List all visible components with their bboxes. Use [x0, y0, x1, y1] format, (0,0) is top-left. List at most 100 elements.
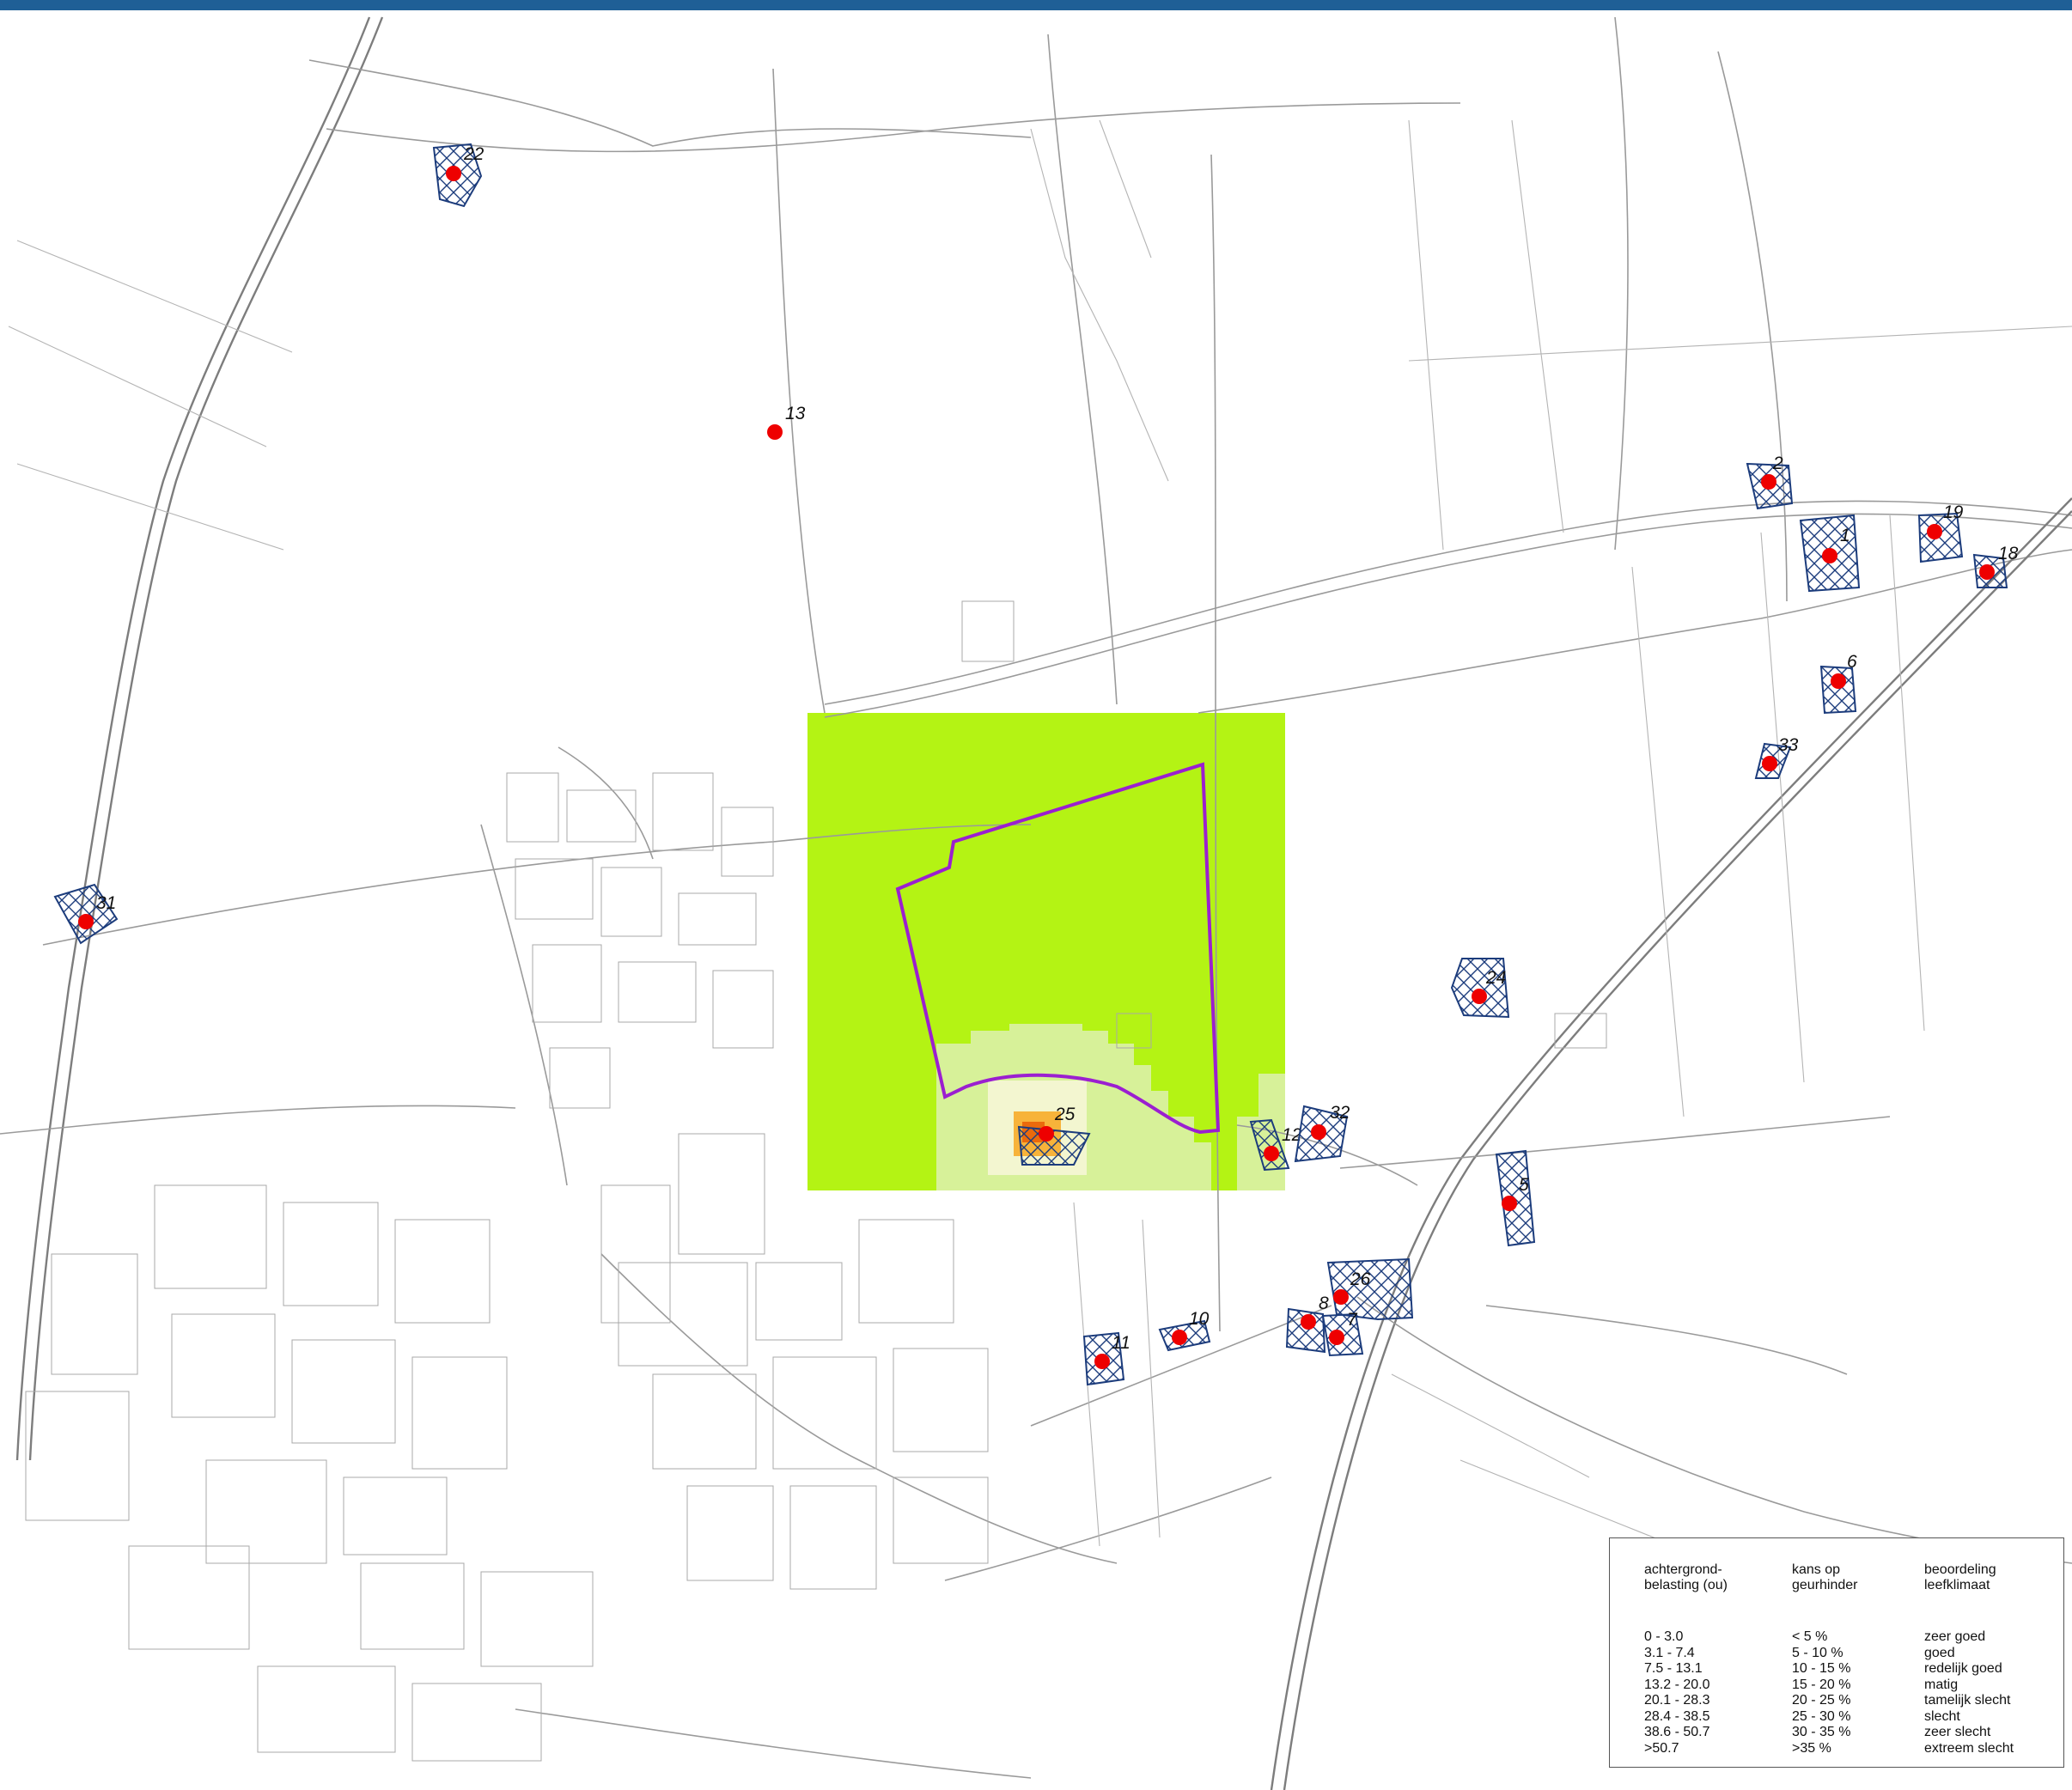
farm-parcel-6	[1819, 665, 1857, 715]
legend-range-6: 38.6 - 50.7	[1644, 1725, 1710, 1739]
legend-range-1: 3.1 - 7.4	[1644, 1645, 1695, 1660]
legend-rating-1: goed	[1924, 1645, 1955, 1660]
legend-range-5: 28.4 - 38.5	[1644, 1708, 1710, 1724]
farm-label-24: 24	[1485, 968, 1506, 988]
farm-dot-31[interactable]	[78, 914, 94, 929]
legend-chance-1: 5 - 10 %	[1792, 1645, 1843, 1660]
farm-dot-5[interactable]	[1502, 1196, 1517, 1211]
farm-parcel-24	[1450, 958, 1510, 1019]
farm-label-8: 8	[1319, 1294, 1329, 1313]
farm-label-32: 32	[1330, 1103, 1350, 1123]
farm-marker-26[interactable]: 26	[1326, 1257, 1414, 1321]
farm-parcel-12	[1249, 1118, 1290, 1172]
legend-chances: < 5 %5 - 10 %10 - 15 %15 - 20 %20 - 25 %…	[1792, 1629, 1850, 1757]
farm-marker-18[interactable]: 18	[1972, 544, 2019, 588]
legend-range-4: 20.1 - 28.3	[1644, 1693, 1710, 1708]
legend-header-load: achtergrond- belasting (ou)	[1644, 1562, 1728, 1593]
farm-dot-1[interactable]	[1822, 548, 1837, 563]
legend-header-load-line2: belasting (ou)	[1644, 1578, 1728, 1592]
farm-dot-32[interactable]	[1311, 1124, 1326, 1140]
legend-chance-2: 10 - 15 %	[1792, 1661, 1851, 1676]
legend-header-chance-line1: kans op	[1792, 1562, 1841, 1577]
legend-rating-2: redelijk goed	[1924, 1661, 2002, 1676]
farm-marker-33[interactable]: 33	[1754, 735, 1799, 779]
farm-dot-13[interactable]	[767, 424, 783, 440]
farm-label-13: 13	[785, 404, 806, 423]
farm-marker-10[interactable]: 10	[1158, 1309, 1211, 1352]
farm-dot-10[interactable]	[1172, 1330, 1187, 1345]
legend-chance-0: < 5 %	[1792, 1629, 1828, 1644]
farm-dot-2[interactable]	[1761, 474, 1776, 490]
legend-range-2: 7.5 - 13.1	[1644, 1661, 1703, 1676]
farm-marker-5[interactable]: 5	[1495, 1149, 1536, 1247]
farm-markers[interactable]: 22 13 2 1 19 18 6 33 31 24 25 12 32 5 26 87 10 11	[53, 143, 2019, 1386]
legend-header-rating-line1: beoordeling	[1924, 1562, 1996, 1577]
legend-chance-7: >35 %	[1792, 1740, 1831, 1756]
legend-header-load-line1: achtergrond-	[1644, 1562, 1722, 1577]
farm-dot-12[interactable]	[1264, 1146, 1279, 1161]
legend-chance-6: 30 - 35 %	[1792, 1725, 1851, 1739]
legend-rating-3: matig	[1924, 1677, 1959, 1692]
farm-dot-18[interactable]	[1979, 564, 1995, 580]
farm-marker-24[interactable]: 24	[1450, 958, 1510, 1019]
farm-label-5: 5	[1519, 1175, 1529, 1195]
farm-marker-25[interactable]: 25	[1017, 1105, 1091, 1166]
legend-chance-3: 15 - 20 %	[1792, 1677, 1851, 1692]
odour-contours	[807, 713, 1285, 1190]
farm-parcel-26	[1326, 1257, 1414, 1321]
legend-rating-5: slecht	[1924, 1708, 1960, 1724]
farm-dot-25[interactable]	[1039, 1126, 1054, 1142]
farm-dot-7[interactable]	[1329, 1330, 1344, 1345]
farm-label-12: 12	[1282, 1125, 1302, 1145]
legend-range-3: 13.2 - 20.0	[1644, 1677, 1710, 1692]
legend-range-0: 0 - 3.0	[1644, 1629, 1684, 1644]
farm-marker-2[interactable]: 2	[1746, 454, 1794, 510]
farm-label-11: 11	[1112, 1333, 1130, 1353]
legend: achtergrond- belasting (ou) kans op geur…	[1609, 1537, 2064, 1768]
farm-marker-8[interactable]: 8	[1285, 1294, 1329, 1354]
farm-label-31: 31	[96, 893, 116, 913]
farm-label-19: 19	[1943, 502, 1964, 522]
farm-marker-22[interactable]: 22	[432, 143, 484, 208]
legend-rating-4: tamelijk slecht	[1924, 1693, 2011, 1708]
farm-dot-24[interactable]	[1472, 989, 1487, 1004]
legend-rating-0: zeer goed	[1924, 1629, 1986, 1644]
farm-marker-7[interactable]: 7	[1321, 1310, 1364, 1357]
farm-marker-13[interactable]: 13	[767, 404, 806, 440]
farm-label-25: 25	[1054, 1105, 1076, 1124]
legend-header-chance-line2: geurhinder	[1792, 1578, 1858, 1592]
farm-dot-33[interactable]	[1762, 756, 1777, 771]
farm-dot-19[interactable]	[1927, 524, 1942, 539]
farm-dot-6[interactable]	[1831, 673, 1846, 689]
farm-marker-11[interactable]: 11	[1082, 1331, 1130, 1386]
farm-parcel-25	[1017, 1125, 1091, 1166]
farm-parcel-5	[1495, 1149, 1536, 1247]
farm-marker-6[interactable]: 6	[1819, 652, 1857, 715]
legend-rating-7: extreem slecht	[1924, 1740, 2014, 1756]
farm-dot-11[interactable]	[1094, 1354, 1110, 1369]
farm-marker-19[interactable]: 19	[1917, 502, 1964, 563]
farm-label-10: 10	[1189, 1309, 1210, 1329]
farm-marker-12[interactable]: 12	[1249, 1118, 1302, 1172]
legend-header-chance: kans op geurhinder	[1792, 1562, 1858, 1593]
farm-label-1: 1	[1840, 526, 1850, 545]
farm-marker-32[interactable]: 32	[1294, 1103, 1350, 1163]
farm-label-6: 6	[1847, 652, 1857, 672]
legend-rating-6: zeer slecht	[1924, 1725, 1991, 1739]
plan-area-boundary	[895, 762, 1221, 1135]
legend-header-rating: beoordeling leefklimaat	[1924, 1562, 1996, 1593]
farm-marker-1[interactable]: 1	[1799, 514, 1861, 593]
farm-dot-22[interactable]	[446, 166, 461, 181]
farm-dot-26[interactable]	[1333, 1289, 1349, 1305]
title-bar	[0, 0, 2072, 10]
legend-chance-5: 25 - 30 %	[1792, 1708, 1851, 1724]
farm-dot-8[interactable]	[1301, 1314, 1316, 1330]
urban-blocks	[25, 600, 1607, 1762]
farm-marker-31[interactable]: 31	[53, 883, 119, 945]
farm-label-2: 2	[1772, 454, 1783, 473]
farm-label-26: 26	[1350, 1269, 1371, 1289]
